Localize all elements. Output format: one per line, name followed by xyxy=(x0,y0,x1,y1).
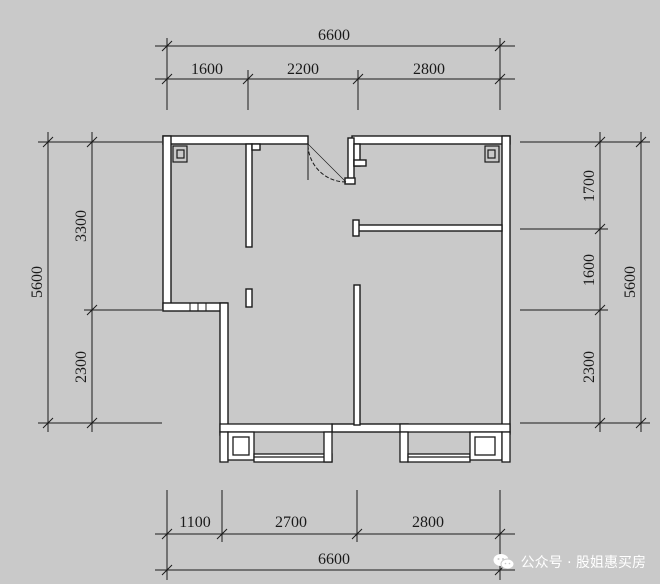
right-dimension-chain xyxy=(520,132,650,432)
top-segment-3: 2800 xyxy=(413,61,445,78)
wechat-icon xyxy=(493,554,515,570)
wall-left-lower xyxy=(219,302,229,436)
top-segment-1: 1600 xyxy=(191,61,223,78)
wall-bottom-middle xyxy=(331,423,409,433)
top-total-dimension: 6600 xyxy=(318,27,350,44)
right-segment-1: 1700 xyxy=(581,170,598,202)
wall-left-ledge xyxy=(162,302,228,312)
bottom-segment-2: 2700 xyxy=(275,514,307,531)
left-segment-1: 3300 xyxy=(73,210,90,242)
wall-interior-horizontal-cap xyxy=(352,219,360,237)
wall-interior-horizontal xyxy=(355,224,503,232)
wall-interior-upper xyxy=(245,143,253,248)
left-dimension-chain xyxy=(38,132,162,432)
bottom-segment-3: 2800 xyxy=(412,514,444,531)
entry-door xyxy=(307,140,347,183)
top-segment-2: 2200 xyxy=(287,61,319,78)
right-segment-2: 1600 xyxy=(581,254,598,286)
wall-stub-top xyxy=(251,143,261,151)
left-total-dimension: 5600 xyxy=(29,266,46,298)
wall-top-left xyxy=(162,135,309,145)
corner-shafts xyxy=(172,145,500,163)
door-jamb xyxy=(347,137,355,181)
bottom-segment-1: 1100 xyxy=(179,514,210,531)
top-dimension-chain xyxy=(155,38,515,110)
wall-right xyxy=(501,135,511,435)
door-jamb-base xyxy=(344,177,356,185)
bottom-dimension-chain xyxy=(155,490,515,580)
wall-left-upper xyxy=(162,135,172,311)
wall-interior-stub xyxy=(245,288,253,308)
wall-inner-top-right-cap xyxy=(353,159,367,167)
right-total-dimension: 5600 xyxy=(622,266,639,298)
balcony-left xyxy=(219,423,333,463)
balcony-right xyxy=(399,423,511,463)
wall-top-right xyxy=(351,135,511,145)
watermark-text: 公众号 · 股姐惠买房 xyxy=(520,555,646,571)
left-segment-2: 2300 xyxy=(73,351,90,383)
wall-interior-vertical xyxy=(353,284,361,426)
watermark: 公众号 · 股姐惠买房 xyxy=(493,552,646,572)
bottom-total-dimension: 6600 xyxy=(318,551,350,568)
right-segment-3: 2300 xyxy=(581,351,598,383)
window-left-bump xyxy=(189,303,207,311)
